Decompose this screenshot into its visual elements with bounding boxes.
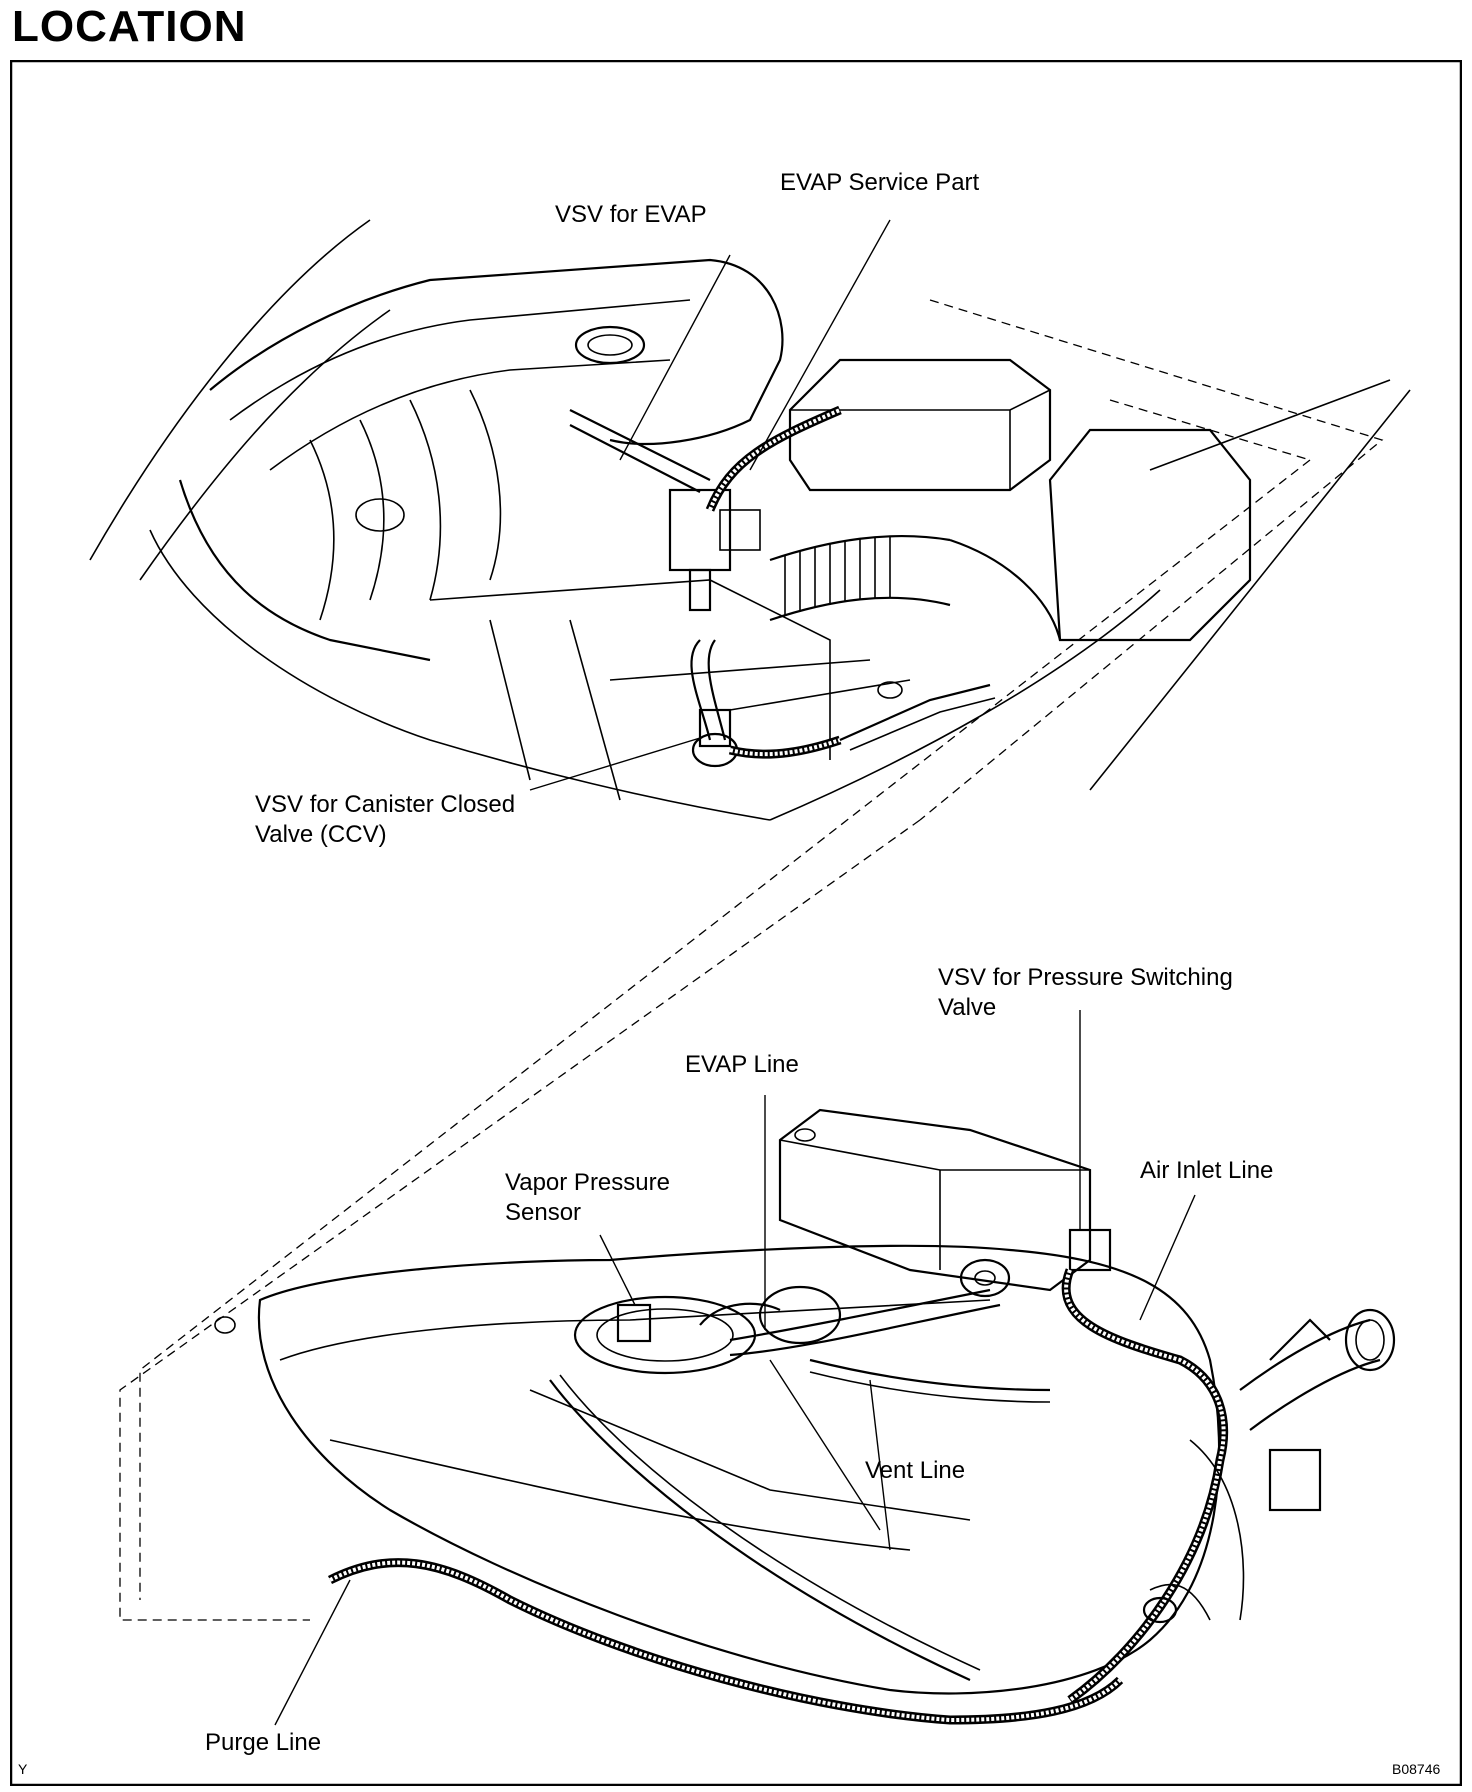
top-dashed-outline <box>919 299 1384 821</box>
leader-vapor-pressure-sensor <box>599 1234 636 1306</box>
label-vsv-ccv-line2: Valve (CCV) <box>255 821 387 848</box>
corner-code-right: B08746 <box>1392 1761 1440 1777</box>
label-vsv-ccv-line1: VSV for Canister Closed <box>255 791 515 818</box>
leader-vsv-for-evap <box>619 254 731 461</box>
leader-vent-line-a <box>869 1379 891 1551</box>
leader-purge-line <box>274 1579 351 1726</box>
label-vapor-pressure-line1: Vapor Pressure <box>505 1169 670 1196</box>
label-vsv-psv-line2: Valve <box>938 994 996 1021</box>
label-evap-line: EVAP Line <box>685 1051 799 1078</box>
label-vent-line: Vent Line <box>865 1457 965 1484</box>
label-evap-service-part: EVAP Service Part <box>780 169 980 196</box>
diagram-frame: EVAP Service Part VSV for EVAP VSV for C… <box>10 60 1462 1786</box>
corner-code-left: Y <box>18 1761 28 1777</box>
leader-vent-line-b <box>769 1359 881 1531</box>
leader-air-inlet-line <box>1139 1194 1196 1321</box>
label-air-inlet-line: Air Inlet Line <box>1140 1157 1273 1184</box>
fuel-tank-illustration <box>214 1108 1396 1725</box>
label-vsv-psv-line1: VSV for Pressure Switching <box>938 964 1233 991</box>
evap-location-diagram: EVAP Service Part VSV for EVAP VSV for C… <box>10 60 1462 1786</box>
frame-border <box>10 60 1462 1786</box>
leader-evap-service-part <box>749 219 891 471</box>
engine-bay-illustration <box>89 219 1411 821</box>
bottom-dashed-outline <box>119 819 921 1621</box>
page-title: LOCATION <box>12 2 247 51</box>
label-vapor-pressure-line2: Sensor <box>505 1199 581 1226</box>
leader-vsv-ccv <box>529 737 701 791</box>
label-vsv-for-evap: VSV for EVAP <box>555 201 707 228</box>
label-purge-line: Purge Line <box>205 1729 321 1756</box>
